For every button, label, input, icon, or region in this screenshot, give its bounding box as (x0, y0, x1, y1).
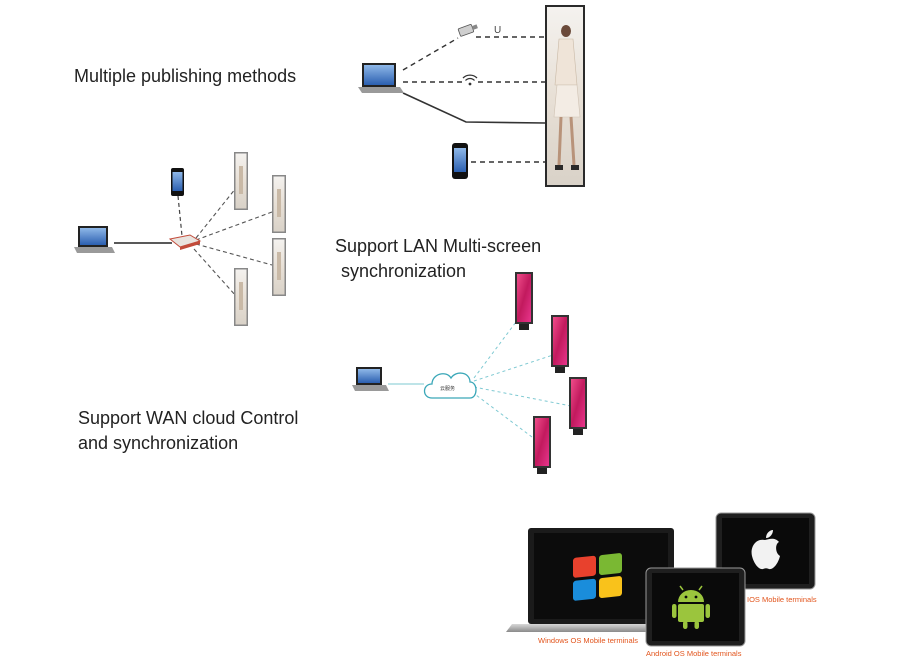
lan-caption-line1: Support LAN Multi-screen (335, 236, 542, 256)
laptop-icon (74, 226, 115, 253)
windows-terminal-label: Windows OS Mobile terminals (538, 636, 639, 645)
publishing-caption: Multiple publishing methods (74, 66, 297, 86)
smartphone-icon (171, 168, 184, 196)
laptop-icon (352, 367, 389, 391)
lan-display-4 (234, 268, 248, 326)
lan-display-3 (272, 238, 286, 296)
wan-caption-line1: Support WAN cloud Control (78, 408, 299, 428)
lan-display-2 (272, 175, 286, 233)
usb-drive-icon (457, 24, 478, 37)
wan-display-4 (533, 416, 551, 474)
ios-terminal-label: IOS Mobile terminals (747, 595, 817, 604)
lan-display-1 (234, 152, 248, 210)
cloud-icon: 云服务 (423, 372, 477, 399)
router-icon (168, 234, 202, 250)
windows-logo-icon (573, 553, 622, 601)
android-logo-icon (672, 585, 710, 629)
wifi-icon (462, 74, 478, 86)
laptop-icon (358, 63, 404, 93)
wan-display-3 (569, 377, 587, 435)
cloud-label: 云服务 (440, 385, 455, 392)
wan-display-2 (551, 315, 569, 373)
wan-links (388, 317, 572, 441)
android-terminal-label: Android OS Mobile terminals (646, 649, 742, 658)
publishing-links (402, 36, 546, 163)
wan-caption-line2: and synchronization (78, 433, 239, 453)
smartphone-icon (452, 143, 468, 179)
usb-label: U (494, 25, 501, 36)
poster-display (545, 5, 585, 187)
lan-caption-line2: synchronization (341, 261, 467, 281)
apple-logo-icon (751, 530, 780, 570)
wan-display-1 (515, 272, 533, 330)
lan-links (114, 187, 273, 297)
